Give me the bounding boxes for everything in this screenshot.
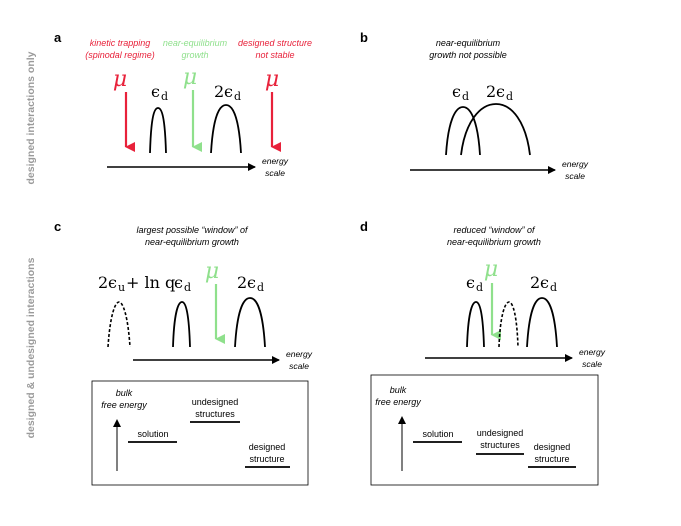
eps-d-label-a: ϵ — [151, 82, 160, 101]
eps-d-label-c: ϵ — [174, 273, 183, 292]
caption-d-line2: near-equilibrium growth — [447, 237, 541, 247]
panel-letter-a: a — [54, 30, 62, 45]
ln-q-label-c: + ln q — [126, 273, 175, 292]
axis-label-b-line2: scale — [565, 171, 585, 181]
caption-kinetic-line2: (spinodal regime) — [85, 50, 155, 60]
caption-d-line1: reduced “window” of — [453, 225, 536, 235]
mu-symbol-green-d: μ — [484, 257, 498, 282]
panel-a: a kinetic trapping (spinodal regime) nea… — [54, 30, 312, 178]
box-d-solution-label: solution — [422, 429, 453, 439]
box-c-undesigned-line1: undesigned — [192, 397, 239, 407]
barrier-eps-d-a — [149, 107, 167, 154]
two-eps-d-sub-d: d — [550, 281, 557, 294]
mu-symbol-red-left: μ — [113, 67, 127, 92]
caption-near-line2: growth — [181, 50, 208, 60]
two-label-d: 2 — [530, 273, 540, 292]
axis-label-b-line1: energy — [562, 159, 589, 169]
side-label-bottom: designed & undesigned interactions — [25, 257, 37, 438]
caption-kinetic-line1: kinetic trapping — [90, 38, 151, 48]
eps-u-sub-c: u — [118, 281, 125, 294]
barrier-undesigned-d — [498, 301, 519, 348]
caption-near-line1: near-equilibrium — [163, 38, 228, 48]
two-eps-d-label-d: ϵ — [540, 273, 549, 292]
two-label-c-u: 2 — [98, 273, 108, 292]
barrier-eps-d-c — [172, 301, 191, 348]
eps-d-sub-a: d — [161, 90, 168, 103]
axis-label-a-line2: scale — [265, 168, 285, 178]
caption-designed-line2: not stable — [255, 50, 294, 60]
barrier-two-eps-d-d — [526, 297, 558, 348]
two-eps-d-label-a: ϵ — [224, 82, 233, 101]
axis-label-d-line2: scale — [582, 359, 602, 369]
eps-d-sub-b: d — [462, 90, 469, 103]
box-d-ylabel-line1: bulk — [390, 385, 407, 395]
box-c-ylabel-line1: bulk — [116, 388, 133, 398]
panel-letter-b: b — [360, 30, 368, 45]
box-c-solution-label: solution — [137, 429, 168, 439]
barrier-two-eps-d-b — [460, 103, 531, 156]
free-energy-box-c — [91, 380, 309, 486]
mu-symbol-green-c: μ — [205, 259, 219, 284]
two-label-a: 2 — [214, 82, 224, 101]
panel-d: d reduced “window” of near-equilibrium g… — [360, 219, 606, 486]
caption-designed-line1: designed structure — [238, 38, 312, 48]
two-label-c: 2 — [237, 273, 247, 292]
axis-label-a-line1: energy — [262, 156, 289, 166]
two-eps-d-sub-c: d — [257, 281, 264, 294]
caption-b-line1: near-equilibrium — [436, 38, 501, 48]
box-d-undesigned-line2: structures — [480, 440, 520, 450]
caption-c-line1: largest possible “window” of — [136, 225, 249, 235]
panel-letter-c: c — [54, 219, 61, 234]
eps-u-label-c: ϵ — [108, 273, 117, 292]
panel-letter-d: d — [360, 219, 368, 234]
barrier-two-eps-d-c — [234, 297, 266, 348]
mu-symbol-red-right: μ — [265, 67, 279, 92]
barrier-eps-d-d — [466, 301, 485, 348]
eps-d-label-d: ϵ — [466, 273, 475, 292]
caption-c-line2: near-equilibrium growth — [145, 237, 239, 247]
mu-symbol-green-a: μ — [183, 65, 197, 90]
panel-b: b near-equilibrium growth not possible ϵ… — [360, 30, 589, 181]
box-c-designed-line2: structure — [249, 454, 284, 464]
axis-label-d-line1: energy — [579, 347, 606, 357]
box-c-ylabel-line2: free energy — [101, 400, 147, 410]
two-eps-d-label-c: ϵ — [247, 273, 256, 292]
barrier-eps-d-b — [445, 106, 481, 156]
box-c-undesigned-line2: structures — [195, 409, 235, 419]
box-c-designed-line1: designed — [249, 442, 286, 452]
eps-d-sub-c: d — [184, 281, 191, 294]
barrier-undesigned-c — [107, 301, 131, 348]
side-label-top: designed interactions only — [25, 51, 37, 184]
two-eps-d-label-b: ϵ — [496, 82, 505, 101]
panel-c: c largest possible “window” of near-equi… — [54, 219, 313, 486]
two-label-b: 2 — [486, 82, 496, 101]
caption-b-line2: growth not possible — [429, 50, 507, 60]
eps-d-sub-d: d — [476, 281, 483, 294]
box-d-undesigned-line1: undesigned — [477, 428, 524, 438]
barrier-two-eps-d-a — [210, 104, 242, 154]
eps-d-label-b: ϵ — [452, 82, 461, 101]
axis-label-c-line2: scale — [289, 361, 309, 371]
box-d-designed-line2: structure — [534, 454, 569, 464]
box-d-ylabel-line2: free energy — [375, 397, 421, 407]
two-eps-d-sub-a: d — [234, 90, 241, 103]
free-energy-box-d — [370, 374, 599, 486]
two-eps-d-sub-b: d — [506, 90, 513, 103]
axis-label-c-line1: energy — [286, 349, 313, 359]
box-d-designed-line1: designed — [534, 442, 571, 452]
